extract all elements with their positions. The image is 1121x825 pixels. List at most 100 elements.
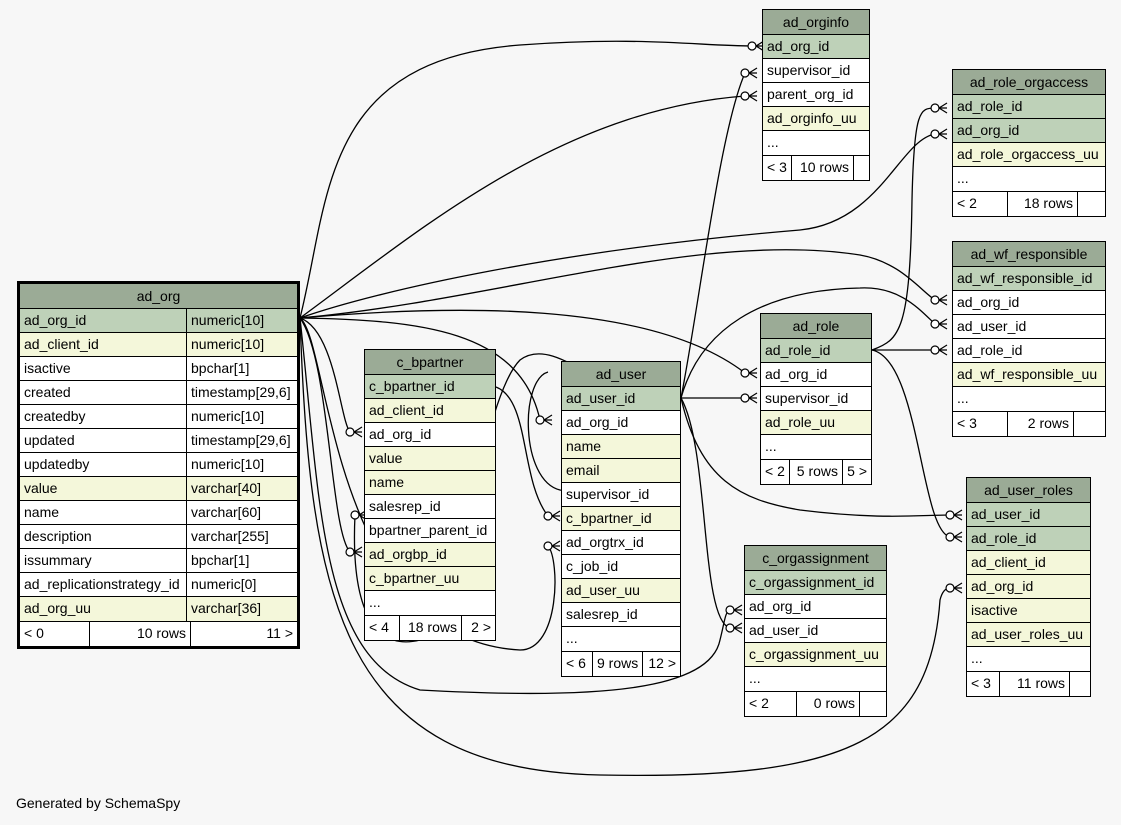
parents-count[interactable]: < 3: [767, 159, 787, 175]
column-row[interactable]: c_bpartner_uu: [365, 567, 495, 591]
column-row[interactable]: c_bpartner_id: [562, 507, 680, 531]
column-row[interactable]: ad_role_id: [953, 95, 1105, 119]
column-row[interactable]: ad_user_id: [953, 315, 1105, 339]
parents-count[interactable]: < 3: [957, 415, 977, 431]
children-count[interactable]: [859, 692, 886, 716]
table-title[interactable]: c_bpartner: [365, 350, 495, 375]
column-row[interactable]: c_orgassignment_id: [745, 571, 886, 595]
column-row[interactable]: ad_wf_responsible_id: [953, 267, 1105, 291]
more-columns-row[interactable]: ...: [967, 647, 1090, 671]
column-row[interactable]: email: [562, 459, 680, 483]
column-row[interactable]: ad_role_id: [761, 339, 871, 363]
children-count[interactable]: [1077, 192, 1105, 216]
more-columns-row[interactable]: ...: [761, 435, 871, 459]
column-row[interactable]: supervisor_id: [761, 387, 871, 411]
column-row[interactable]: ad_user_id: [967, 503, 1090, 527]
parents-count[interactable]: < 2: [765, 463, 785, 479]
column-row[interactable]: ad_org_id: [967, 575, 1090, 599]
table-title[interactable]: ad_wf_responsible: [953, 242, 1105, 267]
children-count[interactable]: 11 >: [190, 622, 297, 646]
table-title[interactable]: c_orgassignment: [745, 546, 886, 571]
column-row[interactable]: salesrep_id: [562, 603, 680, 627]
column-row[interactable]: isactive: [967, 599, 1090, 623]
column-row[interactable]: c_orgassignment_uu: [745, 643, 886, 667]
table-title[interactable]: ad_role_orgaccess: [953, 70, 1105, 95]
column-row[interactable]: supervisor_id: [562, 483, 680, 507]
more-columns-row[interactable]: ...: [953, 167, 1105, 191]
column-row[interactable]: ad_org_id: [761, 363, 871, 387]
more-columns-row[interactable]: ...: [953, 387, 1105, 411]
column-row[interactable]: name: [562, 435, 680, 459]
column-row[interactable]: ad_wf_responsible_uu: [953, 363, 1105, 387]
table-title[interactable]: ad_user: [562, 362, 680, 387]
table-title[interactable]: ad_role: [761, 314, 871, 339]
column-row[interactable]: ad_orgbp_id: [365, 543, 495, 567]
table-title[interactable]: ad_user_roles: [967, 478, 1090, 503]
column-row[interactable]: ad_orginfo_uu: [763, 107, 869, 131]
parents-count[interactable]: < 0: [24, 625, 44, 641]
column-row[interactable]: ad_user_uu: [562, 579, 680, 603]
more-columns-row[interactable]: ...: [365, 591, 495, 615]
parents-count[interactable]: < 2: [749, 695, 769, 711]
column-row[interactable]: parent_org_id: [763, 83, 869, 107]
column-row[interactable]: ad_role_id: [967, 527, 1090, 551]
column-row[interactable]: ad_user_id: [562, 387, 680, 411]
column-row[interactable]: ad_role_id: [953, 339, 1105, 363]
column-row[interactable]: ad_client_id: [967, 551, 1090, 575]
column-row[interactable]: ad_org_id: [953, 291, 1105, 315]
column-row[interactable]: supervisor_id: [763, 59, 869, 83]
column-row[interactable]: c_bpartner_id: [365, 375, 495, 399]
children-count[interactable]: [1069, 672, 1090, 696]
column-row[interactable]: bpartner_parent_id: [365, 519, 495, 543]
column-row[interactable]: ad_org_id: [953, 119, 1105, 143]
column-row[interactable]: salesrep_id: [365, 495, 495, 519]
column-row[interactable]: ad_orgtrx_id: [562, 531, 680, 555]
column-row[interactable]: ad_org_id: [745, 595, 886, 619]
column-row[interactable]: ad_role_uu: [761, 411, 871, 435]
parents-count[interactable]: < 4: [369, 619, 389, 635]
column-row[interactable]: ad_client_id: [365, 399, 495, 423]
parents-count[interactable]: < 2: [957, 195, 977, 211]
column-row[interactable]: ad_org_id: [365, 423, 495, 447]
more-columns-row[interactable]: ...: [763, 131, 869, 155]
column-row[interactable]: ad_user_id: [745, 619, 886, 643]
children-count[interactable]: 5 >: [842, 460, 871, 484]
children-count[interactable]: [853, 156, 869, 180]
children-count[interactable]: [1073, 412, 1105, 436]
column-row[interactable]: ad_org_id: [763, 35, 869, 59]
table-title[interactable]: ad_orginfo: [763, 10, 869, 35]
column-row[interactable]: ad_role_orgaccess_uu: [953, 143, 1105, 167]
table-title[interactable]: ad_org: [20, 284, 297, 309]
parents-count[interactable]: < 3: [971, 675, 991, 691]
column-row[interactable]: value: [365, 447, 495, 471]
column-row[interactable]: c_job_id: [562, 555, 680, 579]
column-row[interactable]: ad_org_id: [562, 411, 680, 435]
more-columns-row[interactable]: ...: [562, 627, 680, 651]
column-row[interactable]: name: [365, 471, 495, 495]
column-row[interactable]: ad_user_roles_uu: [967, 623, 1090, 647]
children-count[interactable]: 2 >: [461, 616, 495, 640]
children-count[interactable]: 12 >: [642, 652, 680, 676]
